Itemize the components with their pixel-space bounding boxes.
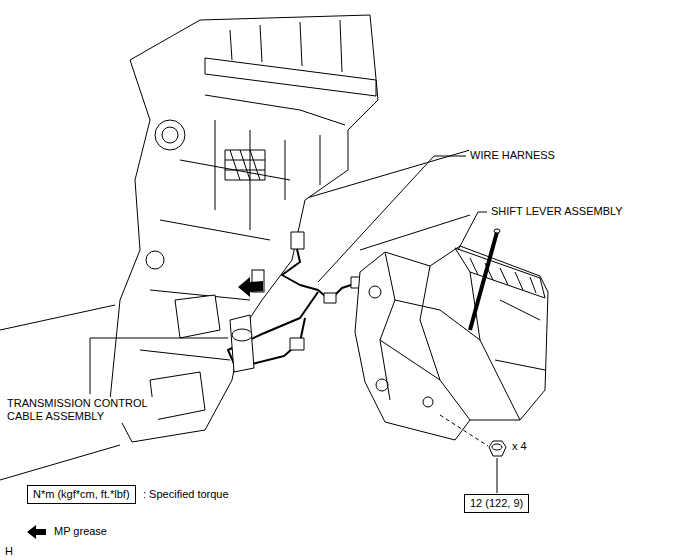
lever-ribs	[380, 252, 545, 420]
lever-hole	[369, 286, 381, 298]
shift-lever	[470, 232, 497, 330]
figure-code: H	[4, 545, 14, 558]
harness-connector	[291, 232, 304, 249]
frame-bracket	[150, 295, 220, 420]
legend-text: MP grease	[53, 525, 108, 538]
part-label: SHIFT LEVER ASSEMBLY	[490, 205, 624, 218]
box-text: 12 (122, 9)	[470, 497, 523, 509]
part-label: TRANSMISSION CONTROL CABLE ASSEMBLY	[6, 397, 158, 423]
torque-legend-box: N*m (kgf*cm, ft.*lbf)	[27, 485, 136, 504]
lever-top-housing	[455, 248, 545, 298]
frame-outline	[110, 15, 378, 442]
frame-hole	[146, 251, 164, 269]
harness-wire	[282, 249, 360, 300]
frame-bar	[205, 58, 376, 96]
frame-rib	[140, 20, 345, 360]
harness-clip	[324, 293, 336, 303]
lever-hole	[376, 379, 388, 391]
torque-box: 12 (122, 9)	[464, 494, 529, 513]
frame-hole	[155, 120, 185, 150]
leader-line	[318, 156, 466, 282]
transmission-cable	[230, 270, 264, 372]
leaders	[90, 156, 487, 394]
legend-text: : Specified torque	[142, 488, 230, 501]
quantity-label: x 4	[511, 440, 528, 453]
leader-line	[458, 212, 487, 250]
leader-line	[90, 338, 228, 394]
part-label: WIRE HARNESS	[469, 149, 556, 162]
harness-clip	[290, 338, 304, 350]
nut	[489, 441, 506, 456]
grease-arrow	[238, 277, 263, 297]
torque-leader	[497, 458, 498, 493]
frame-hole	[162, 127, 178, 143]
frame-grid	[225, 150, 265, 180]
cable-body	[230, 315, 254, 372]
shift-lever-assembly	[355, 229, 548, 440]
legend-grease-arrow	[27, 525, 46, 539]
cable-end	[232, 329, 252, 341]
dash-line	[440, 415, 488, 446]
lever-hole	[423, 397, 433, 407]
nut-hole	[492, 444, 502, 450]
lever-body	[355, 246, 548, 440]
fasteners	[440, 415, 506, 493]
lever-tip	[494, 229, 500, 233]
box-text: N*m (kgf*cm, ft.*lbf)	[33, 488, 130, 500]
